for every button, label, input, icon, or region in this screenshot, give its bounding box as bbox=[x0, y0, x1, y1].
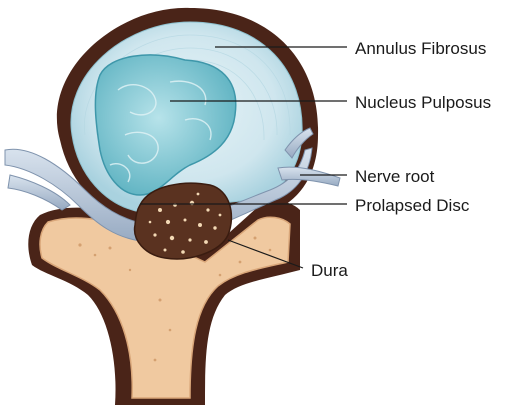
label-dura: Dura bbox=[311, 262, 348, 279]
label-nerve-root: Nerve root bbox=[355, 168, 434, 185]
label-nucleus-pulposus: Nucleus Pulposus bbox=[355, 94, 491, 111]
prolapsed-disc-shape bbox=[135, 183, 232, 259]
label-annulus-fibrosus: Annulus Fibrosus bbox=[355, 40, 486, 57]
label-prolapsed-disc: Prolapsed Disc bbox=[355, 197, 469, 214]
